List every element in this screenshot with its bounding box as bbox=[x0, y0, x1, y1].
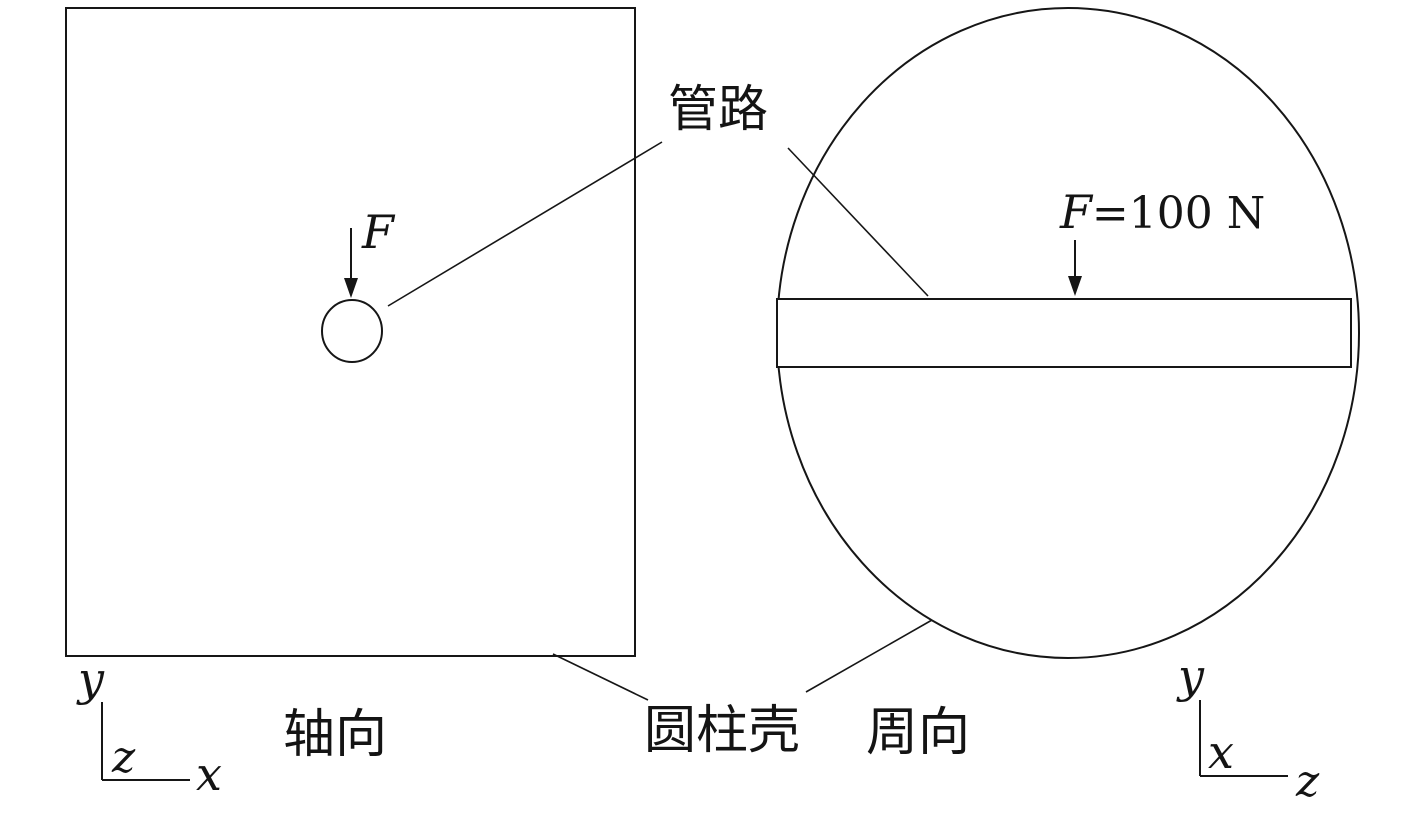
axial-view: F 轴向 y z x bbox=[65, 7, 636, 801]
shell-leader-to-circle bbox=[805, 619, 933, 693]
force-label-right: F=100 N bbox=[1059, 185, 1265, 239]
down-arrowhead-right-icon bbox=[1068, 276, 1082, 296]
axis-label-y-right: y bbox=[1176, 649, 1205, 703]
circumferential-view: F=100 N 周向 y x z bbox=[776, 7, 1360, 807]
axes-right: y x z bbox=[1176, 649, 1320, 807]
axis-label-z-left: z bbox=[111, 732, 136, 783]
force-value-right: =100 N bbox=[1092, 188, 1265, 239]
pipe-side-rect bbox=[776, 298, 1352, 368]
axis-label-y-left: y bbox=[76, 652, 105, 706]
callouts: 管路 圆柱壳 bbox=[387, 81, 933, 760]
pipe-leader-to-rect bbox=[787, 147, 929, 297]
cylindrical-shell-axial-outline bbox=[65, 7, 636, 657]
shell-label: 圆柱壳 bbox=[644, 703, 800, 760]
pipe-leader-to-ellipse bbox=[387, 141, 663, 307]
axis-label-x-left: x bbox=[196, 747, 222, 801]
circumferential-view-label: 周向 bbox=[866, 705, 970, 762]
axial-view-label: 轴向 bbox=[283, 707, 387, 764]
axis-label-z-right: z bbox=[1295, 756, 1320, 807]
pipe-label: 管路 bbox=[668, 81, 768, 137]
axis-label-x-right: x bbox=[1208, 725, 1234, 779]
force-symbol-right: F bbox=[1059, 185, 1094, 239]
down-arrowhead-left-icon bbox=[344, 278, 358, 298]
shell-leader-to-rect bbox=[552, 653, 649, 701]
axes-left: y z x bbox=[76, 652, 222, 801]
pipe-cross-section-ellipse bbox=[321, 299, 383, 363]
force-label-left: F bbox=[361, 205, 396, 259]
